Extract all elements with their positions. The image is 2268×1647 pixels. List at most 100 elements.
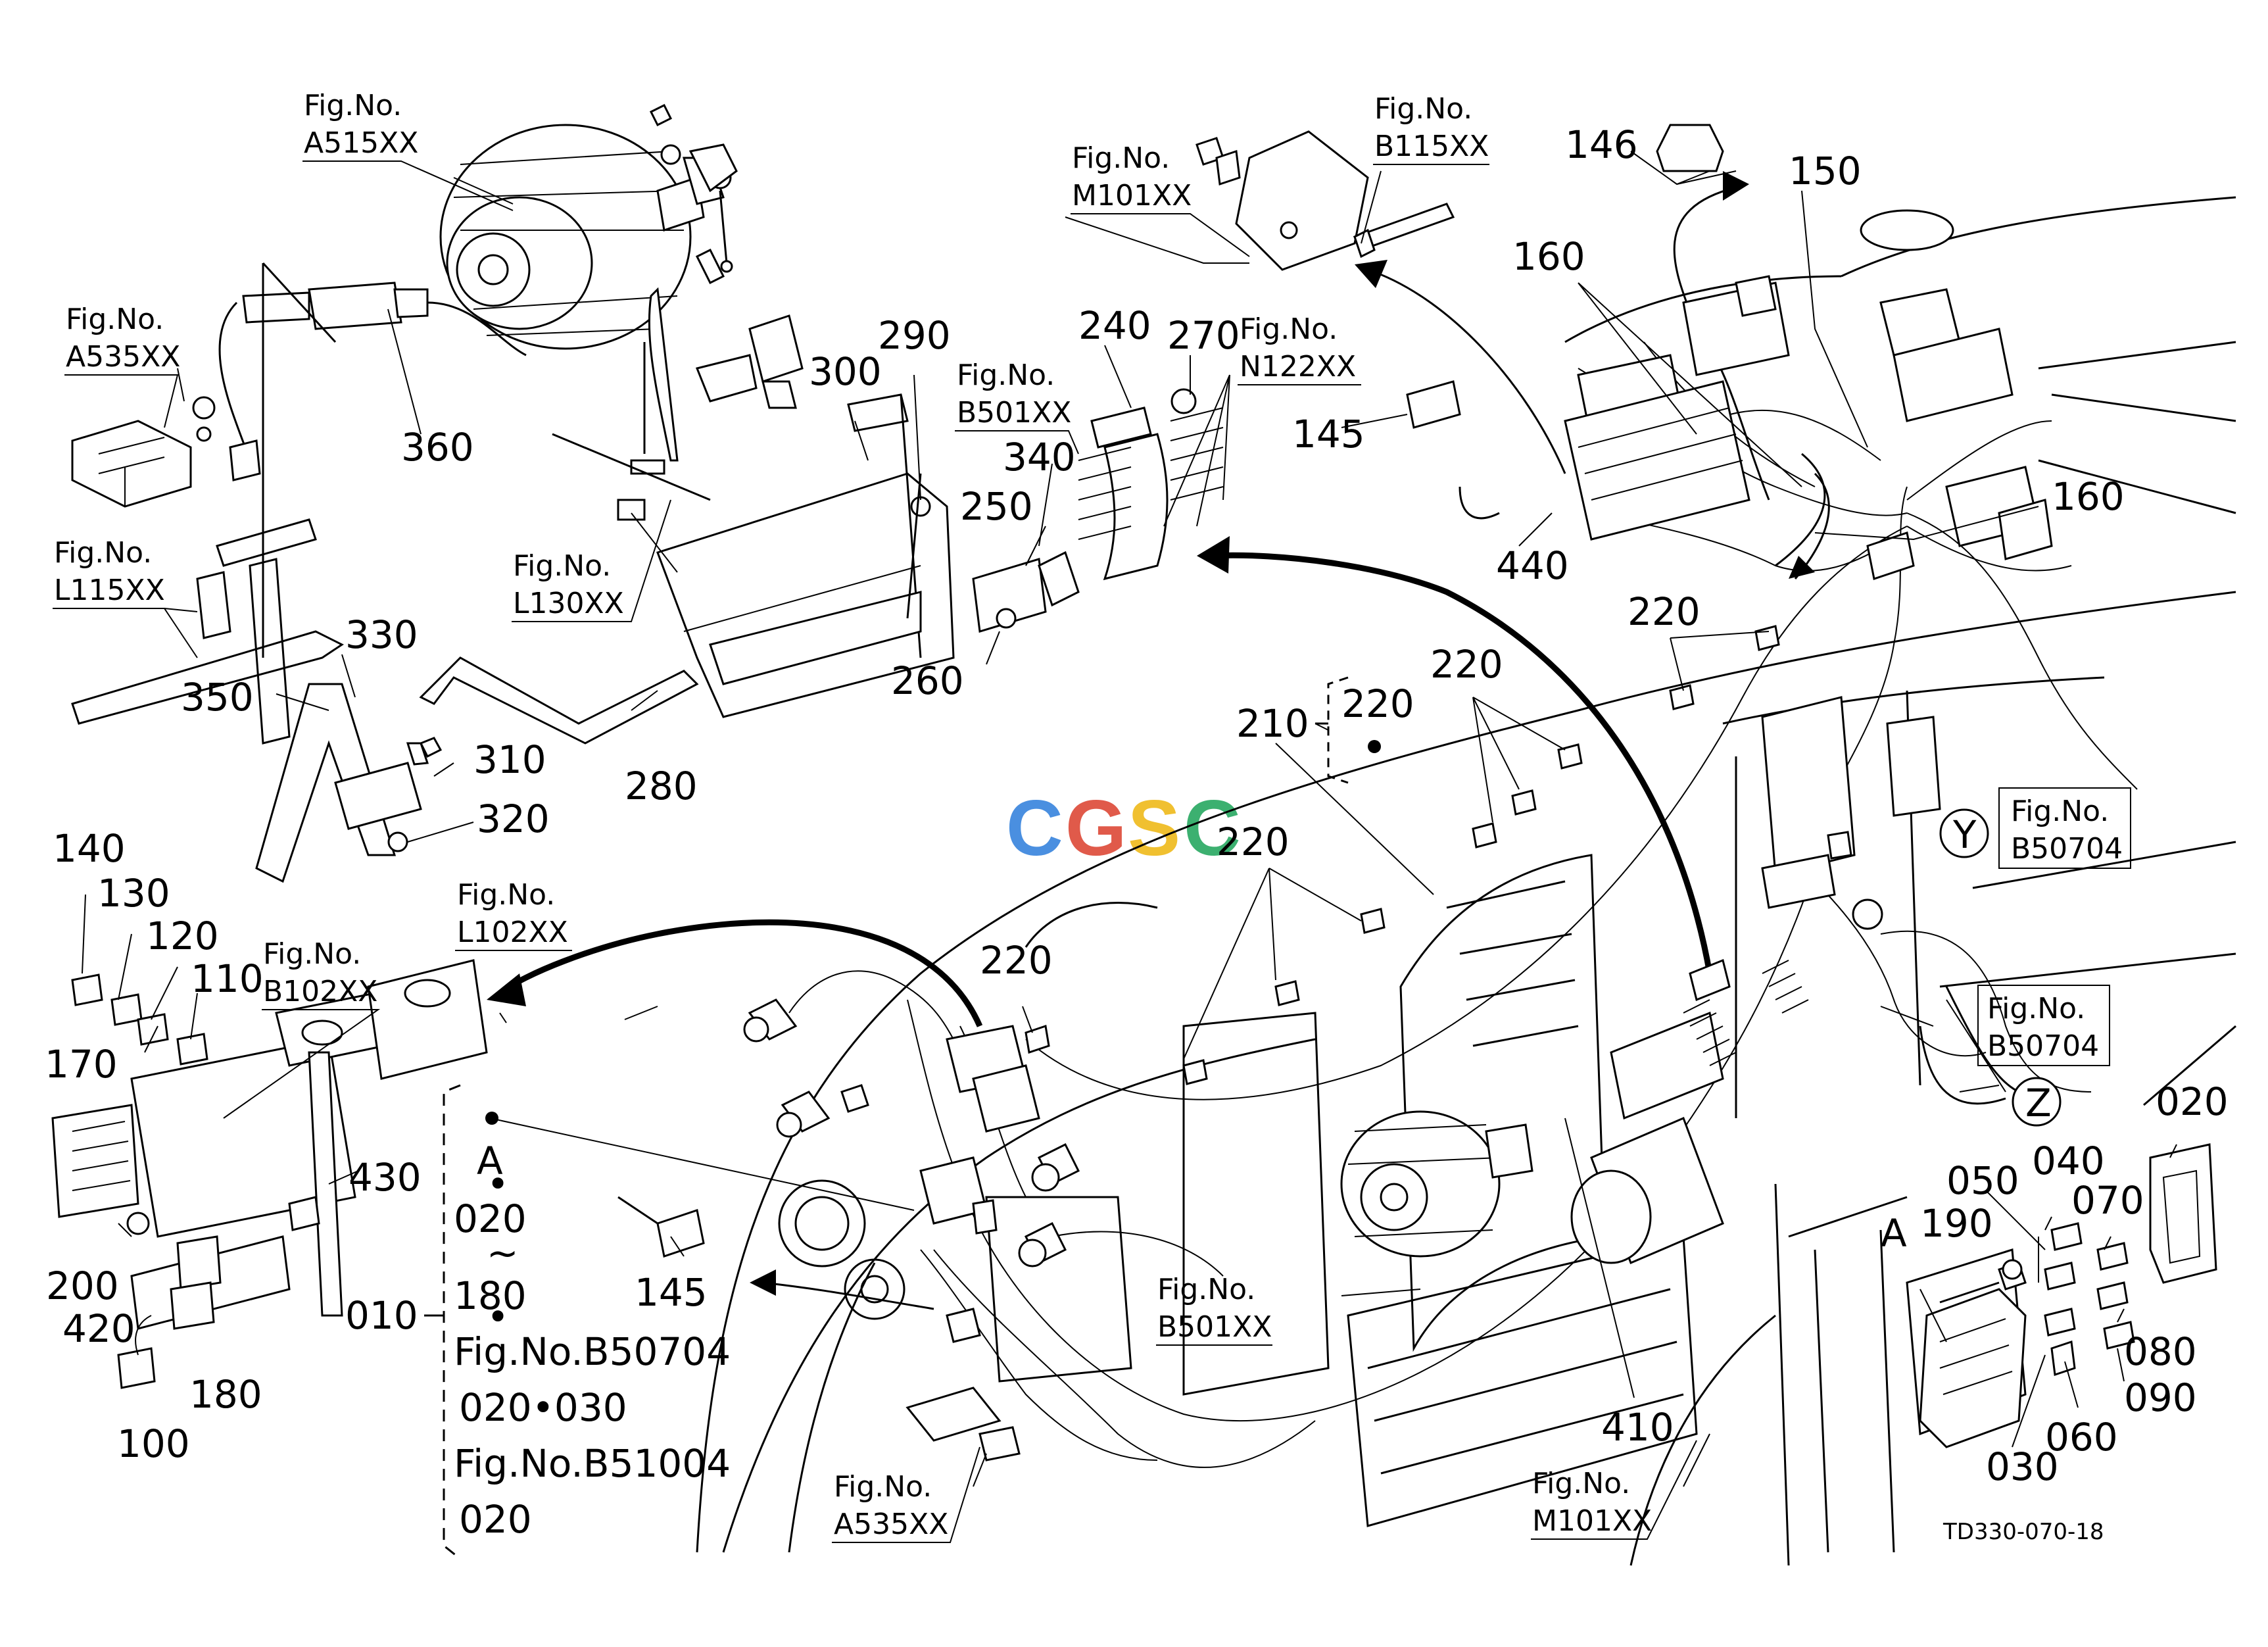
kit-note-from: 020	[454, 1196, 527, 1241]
fig-prefix: Fig.No.	[2011, 795, 2109, 828]
kit-note-letter: A	[477, 1139, 503, 1183]
fig-number: A535XX	[66, 340, 180, 374]
fig-number: M101XX	[1532, 1504, 1652, 1538]
fig-number: A535XX	[834, 1508, 948, 1541]
fig-prefix: Fig.No.	[1157, 1273, 1255, 1306]
drawing-code: TD330-070-18	[1942, 1519, 2104, 1545]
connector-145-upper	[1406, 380, 1461, 429]
part-label-070: 070	[2071, 1178, 2144, 1223]
part-label-146: 146	[1565, 122, 1638, 167]
fig-number: N122XX	[1240, 350, 1356, 383]
part-number-labels: 360 300 290 240 270 340 250 260 280 330 …	[45, 122, 2229, 1489]
connector-a535-lower	[905, 1387, 1021, 1462]
fig-prefix: Fig.No.	[1072, 141, 1170, 175]
fig-number: L102XX	[457, 916, 568, 949]
marker-letter: Y	[1952, 812, 1977, 857]
kit-note-to: 180	[454, 1273, 527, 1318]
part-label-220-right: 220	[1628, 589, 1701, 634]
part-label-320: 320	[477, 797, 550, 841]
marker-letter: Z	[2025, 1081, 2052, 1125]
fuse-block-right	[1919, 1143, 2217, 1448]
fig-number: B50704	[1987, 1029, 2099, 1063]
part-label-150: 150	[1789, 149, 1862, 193]
part-label-360: 360	[401, 425, 474, 470]
fig-prefix: Fig.No.	[457, 878, 555, 912]
kit-note-line-3: 020	[459, 1497, 532, 1542]
upper-bracket-assembly	[552, 287, 931, 685]
fig-prefix: Fig.No.	[513, 549, 611, 583]
part-label-030: 030	[1986, 1444, 2059, 1489]
fig-ref-b501-bottom: Fig.No. B501XX	[1156, 1273, 1272, 1346]
fig-ref-a535-bottom: Fig.No. A535XX	[832, 1446, 980, 1543]
part-label-220-upper: 220	[1430, 642, 1503, 687]
alternator-terminal-parts	[649, 103, 738, 273]
fig-ref-a535-top: Fig.No. A535XX	[64, 303, 180, 428]
cable-cover-assembly	[906, 388, 1224, 633]
fig-number: A515XX	[304, 126, 418, 160]
fig-number: B115XX	[1374, 130, 1489, 163]
part-label-130: 130	[97, 871, 170, 916]
part-label-330: 330	[345, 612, 418, 657]
part-label-350: 350	[181, 675, 254, 720]
fig-ref-box	[1998, 787, 2131, 869]
part-label-420: 420	[62, 1306, 135, 1351]
headlight-bulbs	[743, 998, 1080, 1343]
relays-110-140	[71, 973, 208, 1066]
fig-number: B102XX	[263, 975, 377, 1008]
fig-number: B501XX	[1157, 1310, 1272, 1344]
fig-prefix: Fig.No.	[1240, 312, 1338, 346]
frame-bracket-l115	[71, 262, 344, 745]
arrow-head-to-m101	[1355, 260, 1387, 288]
fig-ref-box	[1977, 985, 2110, 1066]
arrow-head-to-440	[1789, 556, 1815, 579]
part-label-040: 040	[2032, 1139, 2105, 1183]
fig-prefix: Fig.No.	[957, 358, 1055, 392]
alternator-upper	[439, 124, 732, 350]
part-label-210: 210	[1236, 701, 1309, 746]
fuse-link-cable	[192, 282, 527, 481]
part-label-160-upper: 160	[1512, 234, 1585, 279]
kit-note-tilde: ~	[487, 1231, 519, 1275]
part-label-145-lower: 145	[635, 1270, 708, 1315]
marker-circle	[1939, 808, 1989, 858]
part-label-010: 010	[345, 1293, 418, 1338]
kit-note-fig-1: Fig.No.B50704	[454, 1329, 731, 1374]
part-label-020: 020	[2156, 1079, 2229, 1124]
part-label-260: 260	[891, 658, 964, 703]
watermark: C G S C	[1006, 784, 1241, 872]
part-label-050: 050	[1946, 1158, 2019, 1203]
fig-prefix: Fig.No.	[834, 1470, 932, 1504]
part-label-440: 440	[1496, 543, 1569, 588]
marker-a-block: A	[1881, 1211, 1907, 1256]
starter-motor	[1570, 958, 1809, 1264]
part-label-090: 090	[2124, 1375, 2197, 1420]
kit-note: A • 020 ~ 180 • Fig.No.B50704 020•030 Fi…	[454, 1139, 731, 1542]
marker-circle	[2012, 1077, 2062, 1127]
part-label-290: 290	[878, 313, 951, 358]
kit-note-line-2: 020•030	[459, 1385, 627, 1430]
kit-note-dot-1: •	[487, 1162, 509, 1206]
engine-bay-components	[1564, 124, 2053, 930]
fig-ref-b115: Fig.No. B115XX	[1373, 92, 1489, 165]
arrow-head-to-146	[1723, 171, 1749, 201]
watermark-letter-s: S	[1128, 784, 1180, 872]
fig-ref-b50704-z: Fig.No. B50704	[1977, 985, 2110, 1066]
fig-number: B50704	[2011, 832, 2123, 866]
arrow-head-to-upper-bracket	[1197, 536, 1230, 574]
part-label-120: 120	[146, 914, 219, 958]
fig-number: L130XX	[513, 587, 624, 620]
bracket-b115-m101	[1195, 130, 1455, 271]
harness-clips	[1025, 625, 1780, 1085]
fig-ref-m101-bottom: Fig.No. M101XX	[1531, 1440, 1697, 1540]
fig-ref-a515: Fig.No. A515XX	[302, 89, 514, 211]
part-label-170: 170	[45, 1042, 118, 1087]
part-label-110: 110	[191, 956, 264, 1001]
harness-dot-210	[1368, 740, 1381, 753]
fig-prefix: Fig.No.	[1987, 992, 2085, 1025]
part-label-140: 140	[53, 826, 126, 871]
fig-prefix: Fig.No.	[54, 536, 152, 570]
part-label-250: 250	[960, 484, 1033, 529]
part-label-100: 100	[117, 1421, 190, 1466]
part-label-060: 060	[2045, 1415, 2118, 1460]
